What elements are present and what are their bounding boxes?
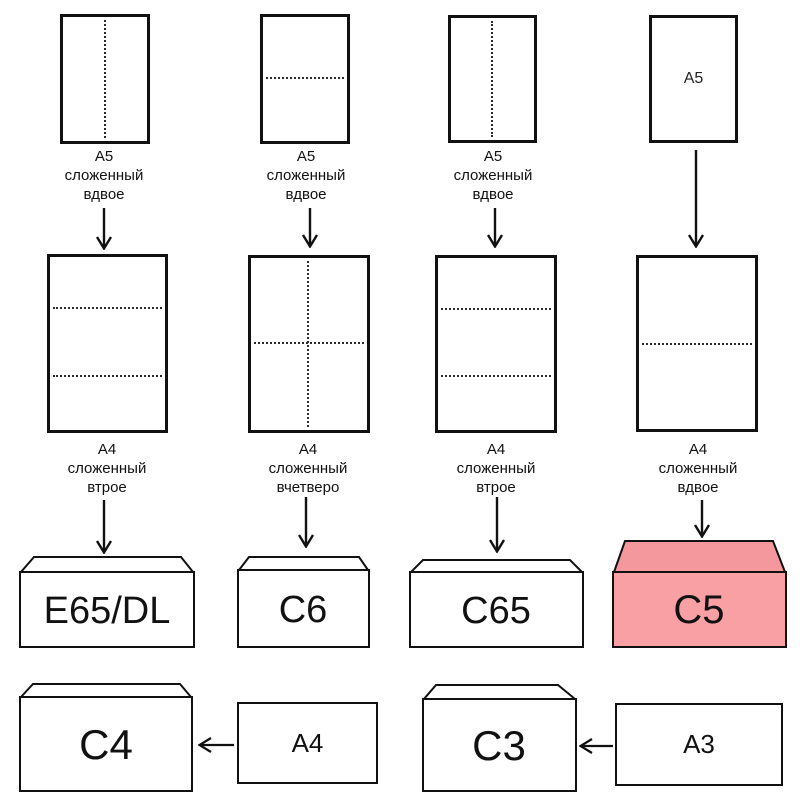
arrow-left-icon	[198, 737, 234, 753]
fold-line-horizontal	[254, 342, 364, 344]
sheet-a5-col2	[260, 14, 350, 144]
envelope-label-c3: C3	[472, 722, 526, 769]
sheet-a4-col1	[47, 254, 168, 433]
fold-line-horizontal	[53, 375, 162, 377]
caption-a5-col2: А5 сложенный вдвое	[266, 148, 346, 203]
envelope-e65dl: E65/DL	[19, 556, 195, 648]
sheet-a5-col3	[448, 15, 537, 143]
caption-a4-col3: А4 сложенный втрое	[456, 441, 536, 496]
envelope-c3: C3	[422, 684, 577, 792]
caption-a5-col3: А5 сложенный вдвое	[453, 148, 533, 203]
sheet-a4-col2	[248, 255, 370, 433]
fold-line-horizontal	[441, 308, 551, 310]
caption-a4-col2: А4 сложенный вчетверо	[268, 441, 348, 496]
arrow-down-icon	[301, 208, 319, 248]
arrow-down-icon	[488, 497, 506, 553]
envelope-label-c5: C5	[673, 588, 724, 632]
sheet-a5-col1	[60, 14, 150, 144]
arrow-down-icon	[95, 500, 113, 554]
envelope-c6: C6	[237, 556, 370, 648]
envelope-label-c4: C4	[79, 721, 133, 768]
sheet-a4-source: А4	[237, 702, 378, 784]
fold-line-horizontal	[642, 343, 752, 345]
fold-line-vertical	[491, 21, 493, 137]
fold-line-horizontal	[53, 307, 162, 309]
envelope-label-c65: C65	[461, 590, 531, 632]
arrow-down-icon	[297, 497, 315, 548]
fold-line-horizontal	[266, 77, 344, 79]
envelope-c5-highlighted: C5	[612, 540, 787, 648]
sheet-a4-col4	[636, 255, 758, 432]
envelope-label-e65dl: E65/DL	[44, 590, 171, 632]
sheet-a4-col3	[435, 255, 557, 433]
fold-line-vertical	[104, 20, 106, 138]
sheet-a4-source-label: А4	[291, 727, 324, 758]
arrow-down-icon	[687, 150, 705, 248]
envelope-c65: C65	[409, 559, 584, 648]
caption-a5-col1: А5 сложенный вдвое	[64, 148, 144, 203]
fold-line-vertical	[307, 261, 309, 427]
caption-a4-col4: А4 сложенный вдвое	[658, 441, 738, 496]
arrow-down-icon	[95, 208, 113, 250]
fold-line-horizontal	[441, 375, 551, 377]
envelope-label-c6: C6	[279, 589, 328, 631]
caption-a4-col1: А4 сложенный втрое	[67, 441, 147, 496]
sheet-a3-source: А3	[615, 703, 783, 786]
arrow-down-icon	[693, 500, 711, 538]
envelope-c4: C4	[19, 683, 193, 792]
arrow-down-icon	[486, 208, 504, 248]
sheet-a5-inner-label: А5	[683, 70, 704, 87]
arrow-left-icon	[579, 738, 613, 754]
sheet-a3-source-label: А3	[683, 729, 715, 759]
sheet-a5-col4: А5	[649, 15, 738, 143]
